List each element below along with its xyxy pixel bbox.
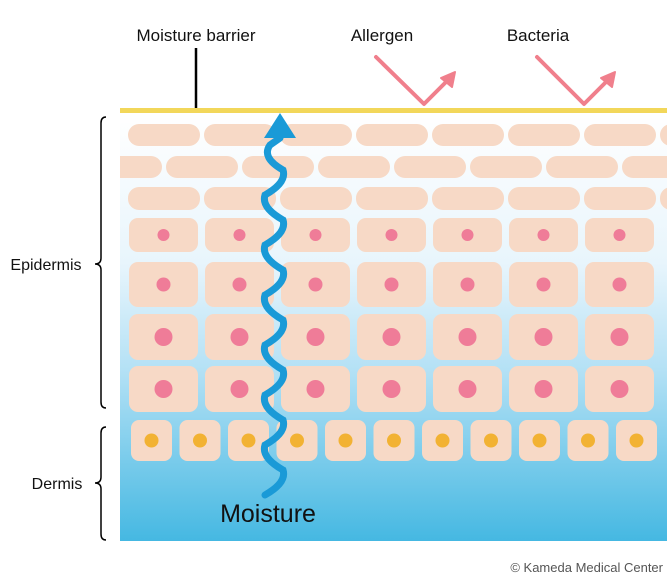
epidermis-nucleus — [613, 229, 626, 241]
epidermis-nucleus — [306, 328, 325, 346]
dermis-nucleus — [532, 433, 547, 448]
epidermis-nucleus — [610, 328, 629, 346]
epidermis-brace — [94, 116, 107, 409]
moisture-arrow — [260, 134, 288, 499]
epidermis-nucleus — [154, 380, 173, 398]
flat-cell — [356, 187, 428, 210]
epidermis-nucleus — [534, 380, 553, 398]
dermis-nucleus — [387, 433, 401, 448]
flat-cell — [128, 124, 200, 146]
moisture-barrier-line — [120, 108, 667, 113]
flat-cell — [432, 187, 504, 210]
flat-cell — [660, 187, 667, 210]
flat-cell — [204, 187, 276, 210]
bacteria-deflect-arrow — [535, 55, 616, 106]
moisture-label: Moisture — [220, 500, 316, 528]
epidermis-nucleus — [308, 277, 323, 292]
epidermis-nucleus — [537, 229, 550, 241]
dermis-brace — [94, 426, 107, 541]
dermis-nucleus — [484, 433, 498, 448]
moisture-arrowhead — [264, 113, 296, 138]
flat-cell — [508, 124, 580, 146]
epidermis-nucleus — [384, 277, 399, 292]
epidermis-nucleus — [309, 229, 322, 241]
epidermis-nucleus — [230, 328, 249, 346]
flat-cell — [584, 124, 656, 146]
flat-cell — [280, 124, 352, 146]
epidermis-nucleus — [534, 328, 553, 346]
bacteria-label: Bacteria — [507, 26, 570, 45]
flat-cell — [120, 156, 162, 178]
flat-cell — [166, 156, 238, 178]
epidermis-nucleus — [382, 380, 401, 398]
flat-cell — [356, 124, 428, 146]
epidermis-nucleus — [154, 328, 173, 346]
epidermis-nucleus — [536, 277, 551, 292]
dermis-nucleus — [144, 433, 159, 448]
flat-cell — [280, 187, 352, 210]
epidermis-label: Epidermis — [10, 257, 81, 274]
epidermis-nucleus — [385, 229, 398, 241]
epidermis-nucleus — [460, 277, 475, 292]
epidermis-nucleus — [156, 277, 171, 292]
flat-cell — [660, 124, 667, 146]
dermis-nucleus — [629, 433, 644, 448]
flat-cell — [546, 156, 618, 178]
epidermis-nucleus — [458, 380, 477, 398]
dermis-nucleus — [290, 433, 304, 448]
flat-cell — [128, 187, 200, 210]
flat-cell — [622, 156, 667, 178]
epidermis-nucleus — [233, 229, 246, 241]
epidermis-nucleus — [232, 277, 247, 292]
flat-cell — [318, 156, 390, 178]
epidermis-nucleus — [461, 229, 474, 241]
dermis-nucleus — [241, 433, 256, 448]
flat-cell — [394, 156, 466, 178]
dermis-nucleus — [338, 433, 353, 448]
epidermis-nucleus — [612, 277, 627, 292]
dermis-nucleus — [193, 433, 207, 448]
credit-label: © Kameda Medical Center — [510, 560, 663, 575]
epidermis-nucleus — [610, 380, 629, 398]
dermis-nucleus — [581, 433, 595, 448]
cell-layers — [120, 124, 667, 461]
moisture-barrier-label: Moisture barrier — [136, 26, 255, 45]
epidermis-nucleus — [382, 328, 401, 346]
dermis-label: Dermis — [32, 476, 83, 493]
flat-cell — [584, 187, 656, 210]
epidermis-nucleus — [458, 328, 477, 346]
dermis-nucleus — [435, 433, 450, 448]
allergen-deflect-arrow — [374, 55, 456, 106]
epidermis-nucleus — [157, 229, 170, 241]
flat-cell — [432, 124, 504, 146]
flat-cell — [204, 124, 276, 146]
epidermis-nucleus — [306, 380, 325, 398]
allergen-label: Allergen — [351, 26, 413, 45]
flat-cell — [470, 156, 542, 178]
epidermis-nucleus — [230, 380, 249, 398]
flat-cell — [508, 187, 580, 210]
